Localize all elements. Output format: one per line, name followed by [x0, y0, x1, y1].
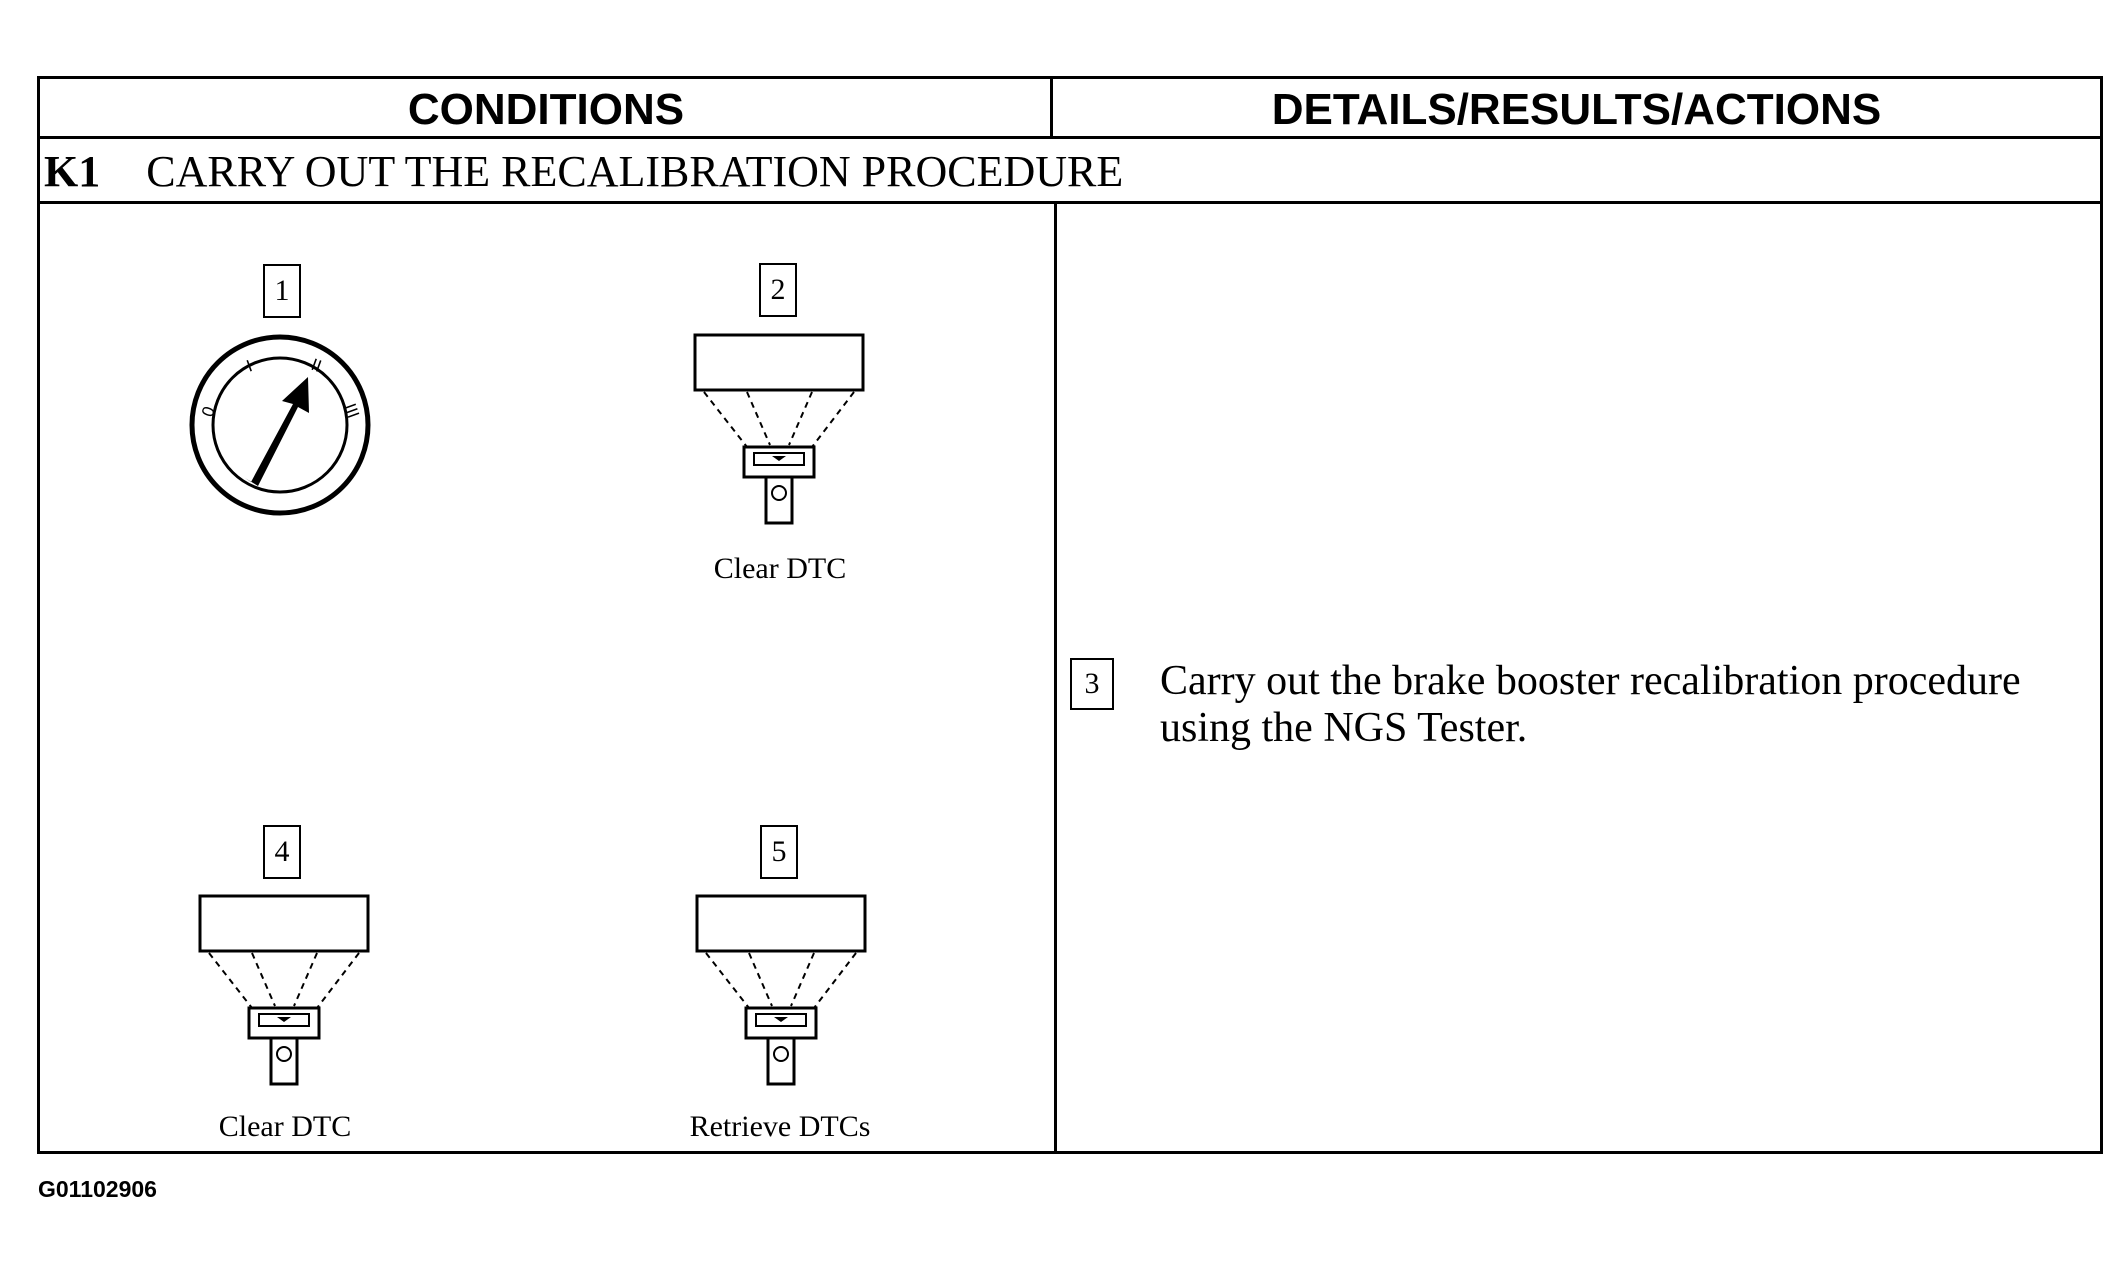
ngs-tester-icon [198, 894, 370, 1086]
step-1-number: 1 [274, 274, 290, 307]
step-4-number: 4 [274, 835, 290, 868]
step-code: K1 [44, 146, 101, 196]
action-text: Carry out the brake booster recalibratio… [1160, 658, 2021, 751]
step-2-caption: Clear DTC [713, 552, 847, 585]
step-3-number-box: 3 [1070, 658, 1114, 710]
subheader-divider [37, 201, 2103, 204]
step-title: CARRY OUT THE RECALIBRATION PROCEDURE [146, 146, 1124, 196]
ngs-tester-icon [695, 894, 867, 1086]
step-5-caption: Retrieve DTCs [689, 1110, 871, 1143]
step-5-number-box: 5 [760, 825, 798, 879]
details-header: DETAILS/RESULTS/ACTIONS [1271, 84, 1882, 134]
column-divider-top [1050, 76, 1053, 138]
switch-position-3: III [340, 401, 363, 421]
step-5-number: 5 [771, 835, 787, 868]
ignition-switch-icon: 0 I II III [189, 334, 371, 516]
step-title-row: K1 CARRY OUT THE RECALIBRATION PROCEDURE [44, 140, 1123, 202]
header-divider [37, 136, 2103, 139]
step-1-number-box: 1 [263, 264, 301, 318]
switch-position-1: I [244, 356, 255, 375]
step-2-number-box: 2 [759, 263, 797, 317]
switch-pointer [245, 377, 309, 486]
column-divider-body [1054, 202, 1057, 1154]
conditions-header: CONDITIONS [407, 84, 685, 134]
step-2-number: 2 [770, 273, 786, 306]
procedure-table [37, 76, 2103, 1154]
ngs-tester-icon [693, 333, 865, 525]
figure-id: G01102906 [38, 1176, 157, 1202]
step-4-number-box: 4 [263, 825, 301, 879]
step-4-caption: Clear DTC [218, 1110, 352, 1143]
step-3-number: 3 [1084, 667, 1100, 700]
